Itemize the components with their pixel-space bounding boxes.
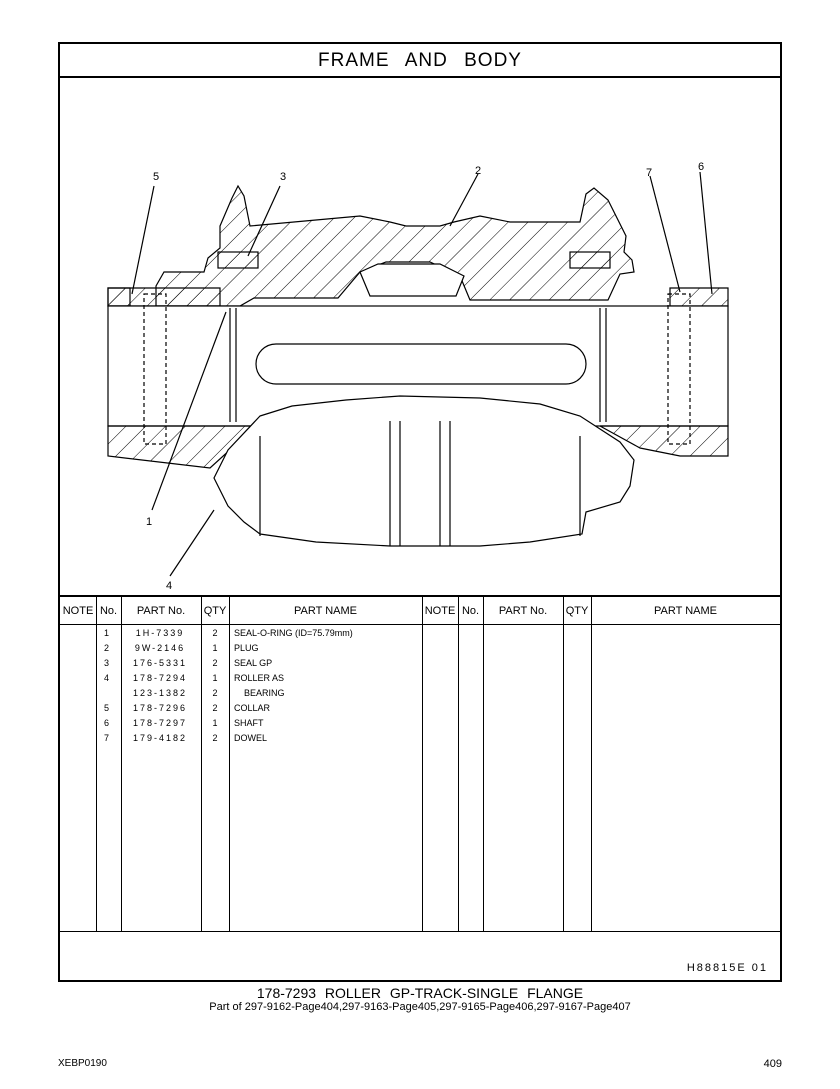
table-row: 123-1382 2 BEARING xyxy=(132,688,285,698)
page-number: 409 xyxy=(763,1058,782,1070)
callout-1: 1 xyxy=(146,516,152,528)
callout-7: 7 xyxy=(646,167,652,179)
header-part-no: PART No. xyxy=(136,605,186,617)
table-row: 1 1H-7339 2 SEAL-O-RING (ID=75.79mm) xyxy=(103,628,353,638)
table-row: 7 179-4182 2 DOWEL xyxy=(103,733,268,743)
table-footer-divider xyxy=(60,931,780,932)
table-row: 4 178-7294 1 ROLLER AS xyxy=(103,673,285,683)
header-part-name: PART NAME xyxy=(294,605,357,617)
table-row: 6 178-7297 1 SHAFT xyxy=(103,718,264,728)
callout-3: 3 xyxy=(280,171,286,183)
document-id: XEBP0190 xyxy=(58,1058,107,1069)
callout-2: 2 xyxy=(475,165,481,177)
table-row: 2 9W-2146 1 PLUG xyxy=(103,643,259,653)
table-row: 3 176-5331 2 SEAL GP xyxy=(103,658,273,668)
header-part-no-2: PART No. xyxy=(498,605,548,617)
header-qty: QTY xyxy=(203,605,227,617)
header-note: NOTE xyxy=(62,605,94,617)
parts-table-header: NOTE No. PART No. QTY PART NAME NOTE No.… xyxy=(60,595,780,625)
callout-5: 5 xyxy=(153,171,159,183)
header-no-2: No. xyxy=(461,605,480,617)
assembly-subcaption: Part of 297-9162-Page404,297-9163-Page40… xyxy=(209,1001,631,1013)
parts-table-body: 1 1H-7339 2 SEAL-O-RING (ID=75.79mm) 2 9… xyxy=(60,625,780,931)
header-no: No. xyxy=(99,605,118,617)
callout-6: 6 xyxy=(698,161,704,173)
illustration-code: H88815E 01 xyxy=(686,962,768,974)
table-row: 5 178-7296 2 COLLAR xyxy=(103,703,271,713)
header-note-2: NOTE xyxy=(424,605,456,617)
header-part-name-2: PART NAME xyxy=(654,605,717,617)
header-qty-2: QTY xyxy=(565,605,589,617)
parts-page-frame: FRAME AND BODY xyxy=(58,42,782,982)
roller-cross-section-drawing: 5 3 2 7 6 1 4 xyxy=(60,76,780,634)
callout-4: 4 xyxy=(166,580,172,592)
assembly-caption: 178-7293 ROLLER GP-TRACK-SINGLE FLANGE xyxy=(256,985,584,1001)
page-title: FRAME AND BODY xyxy=(60,44,780,78)
